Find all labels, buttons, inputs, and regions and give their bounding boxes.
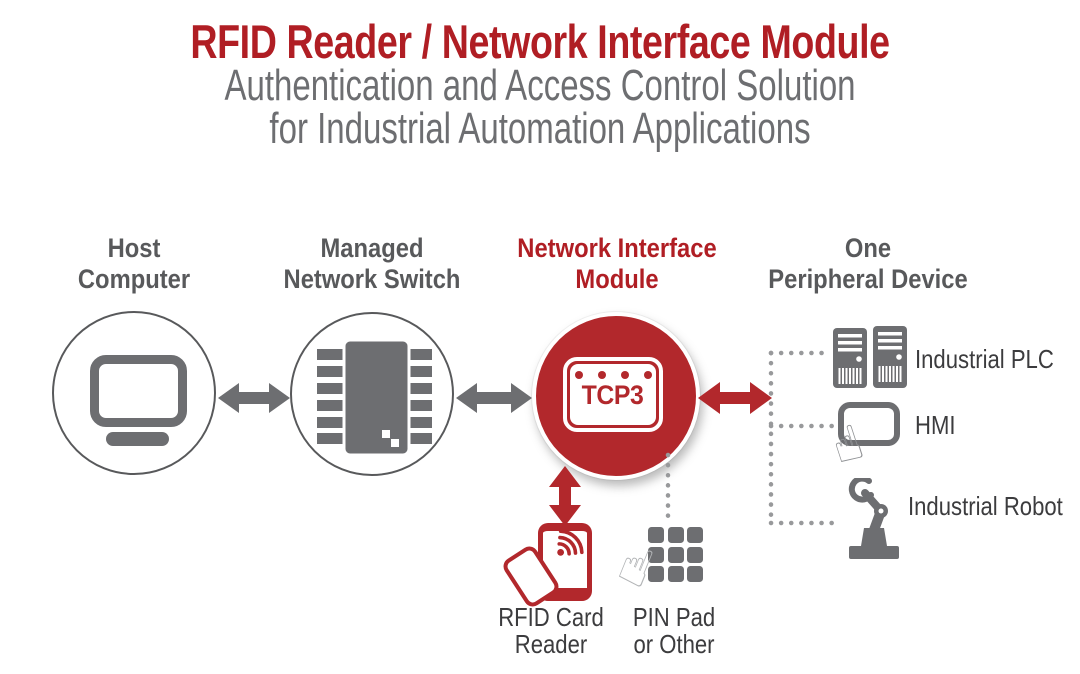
network-switch-chip-icon bbox=[317, 338, 432, 457]
tcp3-device-icon: TCP3 bbox=[563, 357, 663, 432]
industrial-robot-icon bbox=[848, 478, 899, 559]
peripheral-device-label: One Peripheral Device bbox=[754, 233, 983, 295]
peripheral-label-line1: One bbox=[844, 233, 892, 263]
network-interface-module-label: Network Interface Module bbox=[503, 233, 732, 295]
computer-monitor-base bbox=[106, 432, 169, 446]
arrow-nim-to-peripheral bbox=[698, 382, 772, 414]
arrow-switch-to-nim bbox=[456, 383, 532, 413]
tcp3-device-dots bbox=[574, 371, 652, 379]
rfid-label-line2: Reader bbox=[514, 629, 588, 659]
subtitle-line-1: Authentication and Access Control Soluti… bbox=[224, 61, 856, 110]
subtitle-line-2: for Industrial Automation Applications bbox=[269, 104, 811, 153]
page-title: RFID Reader / Network Interface Module bbox=[190, 15, 890, 68]
pin-pad-keypad-icon bbox=[648, 527, 703, 582]
switch-label-line1: Managed bbox=[320, 233, 424, 263]
nim-label-line1: Network Interface bbox=[517, 233, 717, 263]
dotted-connectors bbox=[665, 350, 841, 526]
computer-monitor-icon bbox=[90, 355, 187, 427]
host-computer-label: Host Computer bbox=[37, 233, 231, 295]
hmi-label: HMI bbox=[915, 410, 956, 440]
rfid-label-line1: RFID Card bbox=[498, 602, 604, 632]
pinpad-label-line1: PIN Pad bbox=[632, 602, 716, 632]
rfid-card-reader-label: RFID Card Reader bbox=[466, 604, 636, 658]
industrial-plc-icon bbox=[833, 326, 907, 388]
industrial-plc-label: Industrial PLC bbox=[915, 344, 1054, 374]
pin-pad-label: PIN Pad or Other bbox=[589, 604, 759, 658]
arrow-nim-to-rfid-reader bbox=[549, 466, 581, 526]
network-switch-label: Managed Network Switch bbox=[266, 233, 477, 295]
host-computer-node bbox=[52, 311, 216, 475]
arrow-host-to-switch bbox=[218, 383, 290, 413]
network-switch-node bbox=[290, 312, 454, 476]
host-label-line2: Computer bbox=[77, 264, 191, 294]
nim-label-line2: Module bbox=[575, 264, 659, 294]
pinpad-label-line2: or Other bbox=[633, 629, 715, 659]
network-interface-module-node: TCP3 bbox=[532, 312, 700, 480]
rfid-waves-icon bbox=[557, 529, 584, 556]
hmi-screen-icon bbox=[838, 402, 900, 446]
switch-label-line2: Network Switch bbox=[283, 264, 461, 294]
industrial-robot-label: Industrial Robot bbox=[908, 491, 1063, 521]
tcp3-device-label: TCP3 bbox=[582, 380, 644, 410]
tcp3-device-face: TCP3 bbox=[570, 364, 656, 425]
peripheral-label-line2: Peripheral Device bbox=[768, 264, 968, 294]
host-label-line1: Host bbox=[107, 233, 161, 263]
